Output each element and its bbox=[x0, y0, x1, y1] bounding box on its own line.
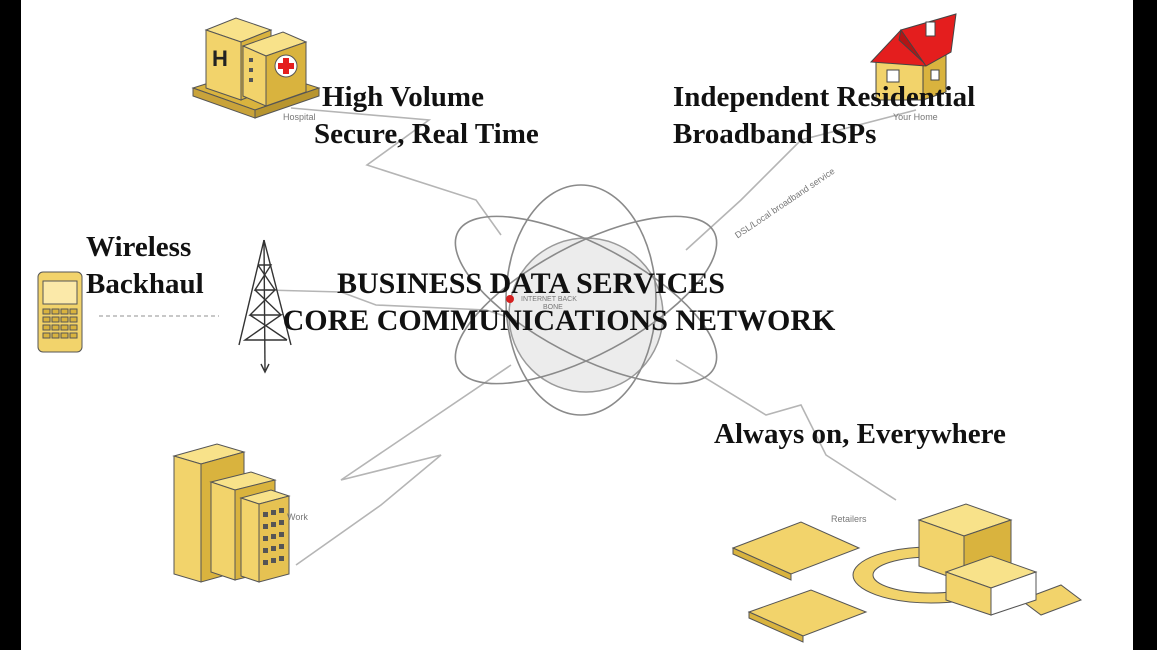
home-link bbox=[685, 109, 917, 251]
hospital-link bbox=[290, 107, 502, 236]
office-building-icon bbox=[172, 443, 291, 583]
tower-link bbox=[265, 289, 512, 319]
tower-icon bbox=[238, 239, 292, 374]
phone-icon bbox=[37, 271, 83, 353]
retail-stores-icon bbox=[731, 503, 1083, 643]
home-label: Your Home bbox=[893, 112, 938, 122]
retailers-label: Retailers bbox=[831, 514, 867, 524]
diagram-canvas: H bbox=[21, 0, 1133, 650]
retail-link bbox=[675, 359, 897, 501]
home-caption-line1: Independent Residential bbox=[673, 81, 976, 113]
core-network-icon bbox=[454, 184, 718, 416]
svg-text:H: H bbox=[212, 46, 228, 71]
home-caption-line2: Broadband ISPs bbox=[673, 118, 877, 150]
connection-lines bbox=[99, 107, 917, 566]
wireless-caption-line2: Backhaul bbox=[86, 268, 204, 300]
work-link bbox=[295, 364, 512, 566]
diagram-title-line1: BUSINESS DATA SERVICES bbox=[337, 267, 725, 300]
backbone-label-line1: INTERNET BACK bbox=[521, 296, 577, 303]
hospital-caption-line1: High Volume bbox=[322, 81, 484, 113]
diagram-drawing: H bbox=[37, 13, 1083, 643]
hospital-icon: H bbox=[191, 17, 321, 119]
home-icon bbox=[869, 13, 957, 101]
diagram-title-line2: CORE COMMUNICATIONS NETWORK bbox=[282, 304, 836, 337]
wireless-caption-line1: Wireless bbox=[86, 231, 192, 263]
hospital-caption-line2: Secure, Real Time bbox=[314, 118, 539, 150]
retail-caption: Always on, Everywhere bbox=[714, 418, 1006, 450]
work-label: Work bbox=[287, 512, 308, 522]
backbone-label-line2: BONE bbox=[543, 304, 563, 311]
hospital-label: Hospital bbox=[283, 112, 316, 122]
